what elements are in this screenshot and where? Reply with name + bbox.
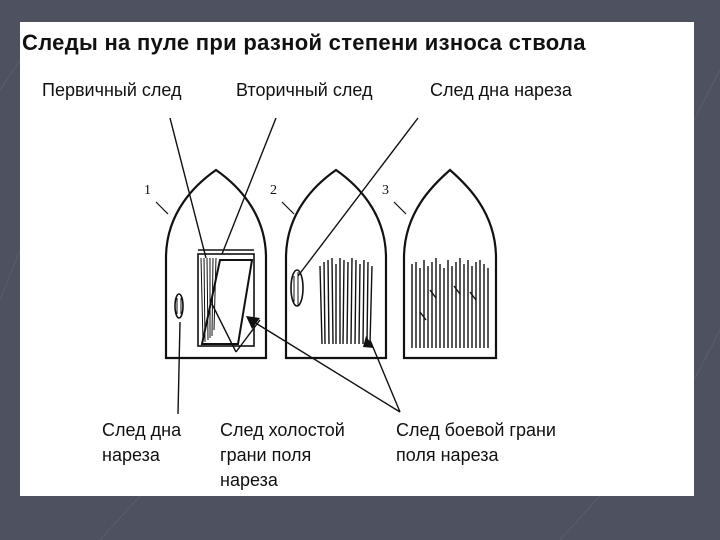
bullet-3-marks (411, 258, 489, 348)
bullets-diagram: 1 2 3 (144, 117, 498, 415)
label-combat-face-line-2: поля нареза (396, 445, 499, 465)
label-idle-face-line-1: След холостой (220, 420, 345, 440)
label-groove-bottom-line-2: нареза (102, 445, 160, 465)
bullet-number-2: 2 (270, 183, 277, 198)
bullet-2-marks (290, 257, 373, 345)
bullet-2-outline (284, 168, 388, 360)
label-idle-face-line-3: нареза (220, 470, 278, 490)
bullet-1-outline (164, 168, 268, 360)
label-groove-bottom-top: След дна нареза (430, 80, 572, 100)
bullet-number-3: 3 (382, 183, 389, 198)
slide-title: Следы на пуле при разной степени износа … (22, 30, 586, 55)
label-secondary-trace: Вторичный след (236, 80, 373, 100)
label-idle-face: След холостой грани поля нареза (220, 418, 345, 493)
leader-lines (169, 117, 419, 415)
bullet-1-marks (174, 249, 255, 347)
label-primary-trace: Первичный след (42, 80, 182, 100)
bullet-number-1: 1 (144, 183, 151, 198)
label-idle-face-line-2: грани поля (220, 445, 312, 465)
label-groove-bottom-lower: След дна нареза (102, 418, 181, 468)
slide-figure: Следы на пуле при разной степени износа … (20, 22, 694, 496)
label-combat-face-line-1: След боевой грани (396, 420, 556, 440)
arrow-heads (246, 316, 374, 348)
bullet-3-outline (402, 168, 498, 360)
label-groove-bottom-line-1: След дна (102, 420, 182, 440)
label-combat-face: След боевой грани поля нареза (396, 418, 556, 468)
